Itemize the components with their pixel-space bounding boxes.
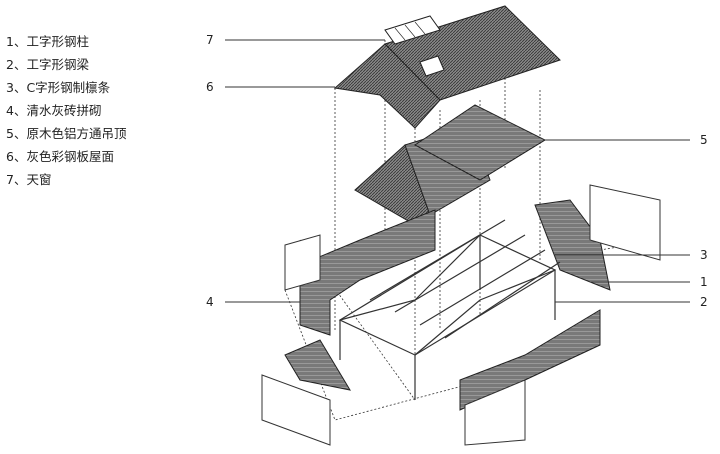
legend-item-7: 7、天窗 (6, 172, 52, 187)
legend-item-3: 3、C字形钢制檩条 (6, 80, 111, 95)
legend-item-6: 6、灰色彩钢板屋面 (6, 149, 114, 164)
legend-item-2: 2、工字形钢梁 (6, 57, 89, 72)
callout-2: 2 (700, 295, 708, 309)
brick-walls-4 (284, 199, 611, 411)
legend-item-5: 5、原木色铝方通吊顶 (6, 126, 127, 141)
roof-panel-6 (333, 5, 561, 129)
legend-item-4: 4、清水灰砖拼砌 (6, 103, 102, 118)
legend-item-1: 1、工字形钢柱 (6, 34, 89, 49)
skylight-opening (419, 55, 445, 77)
callout-7: 7 (206, 33, 214, 47)
callout-6: 6 (206, 80, 214, 94)
glass-walls (261, 184, 661, 446)
ceiling-5 (354, 104, 547, 223)
steel-frame (338, 219, 561, 400)
callout-5: 5 (700, 133, 708, 147)
callout-1: 1 (700, 275, 708, 289)
skylight-7 (384, 15, 441, 45)
callout-4: 4 (206, 295, 214, 309)
leader-lines (225, 39, 690, 303)
callout-3: 3 (700, 248, 708, 262)
legend: 1、工字形钢柱 2、工字形钢梁 3、C字形钢制檩条 4、清水灰砖拼砌 5、原木色… (6, 30, 126, 191)
